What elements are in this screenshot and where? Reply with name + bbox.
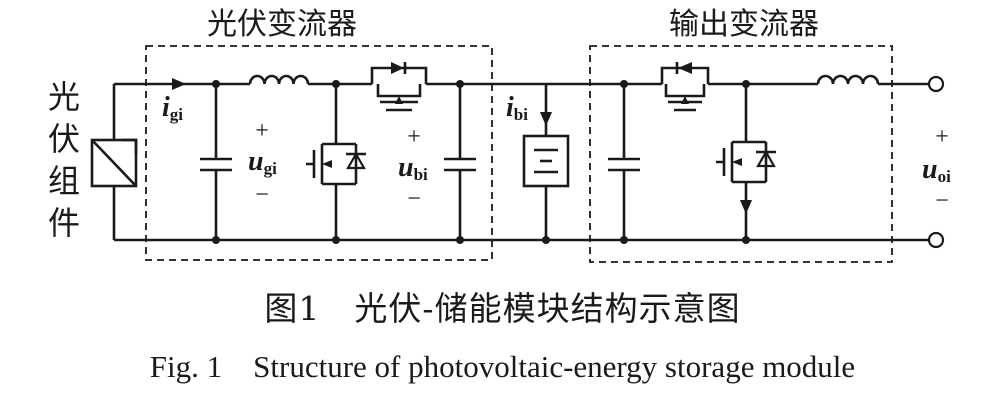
- pv-module-char-3: 组: [48, 162, 80, 200]
- mosfet-s1-icon: [306, 84, 366, 240]
- pv-module-char-1: 光: [48, 78, 80, 116]
- ubi-plus: +: [407, 124, 421, 150]
- output-terminal-top-icon: [927, 75, 945, 93]
- uoi-minus: −: [935, 188, 949, 214]
- label-ugi: ugi: [248, 146, 277, 178]
- mosfet-s4-icon: [716, 84, 776, 240]
- uoi-plus: +: [935, 124, 949, 150]
- label-uoi: uoi: [922, 154, 951, 186]
- pv-converter-box: [145, 45, 493, 261]
- inductor-2-icon: [816, 74, 880, 85]
- ubi-minus: −: [407, 186, 421, 212]
- capacitor-1-icon: [200, 84, 232, 240]
- mosfet-s3-icon: [660, 62, 710, 112]
- igi-arrow-icon: [172, 78, 186, 90]
- output-converter-box: [589, 45, 893, 263]
- pv-module-label: 光 伏 组 件: [48, 78, 80, 242]
- capacitor-2-icon: [444, 84, 476, 240]
- pv-module-char-2: 伏: [48, 120, 80, 158]
- figure-caption-en: Fig. 1 Structure of photovoltaic-energy …: [149, 349, 856, 384]
- label-ubi: ubi: [398, 152, 428, 184]
- mosfet-s2-icon: [370, 62, 428, 112]
- pv-converter-title: 光伏变流器: [207, 7, 357, 42]
- pv-panel-symbol: [90, 138, 138, 188]
- capacitor-3-icon: [608, 84, 640, 240]
- figure-caption-cn: 图1 光伏-储能模块结构示意图: [264, 289, 741, 328]
- ugi-plus: +: [255, 118, 269, 144]
- output-terminal-bottom-icon: [927, 231, 945, 249]
- label-ibi: ibi: [506, 92, 528, 124]
- junction-dots: [212, 80, 750, 244]
- battery-icon: [522, 84, 570, 240]
- ugi-minus: −: [255, 182, 269, 208]
- inductor-1-icon: [248, 74, 310, 85]
- output-converter-title: 输出变流器: [669, 7, 819, 42]
- label-igi: igi: [162, 92, 183, 124]
- pv-module-char-4: 件: [48, 204, 80, 242]
